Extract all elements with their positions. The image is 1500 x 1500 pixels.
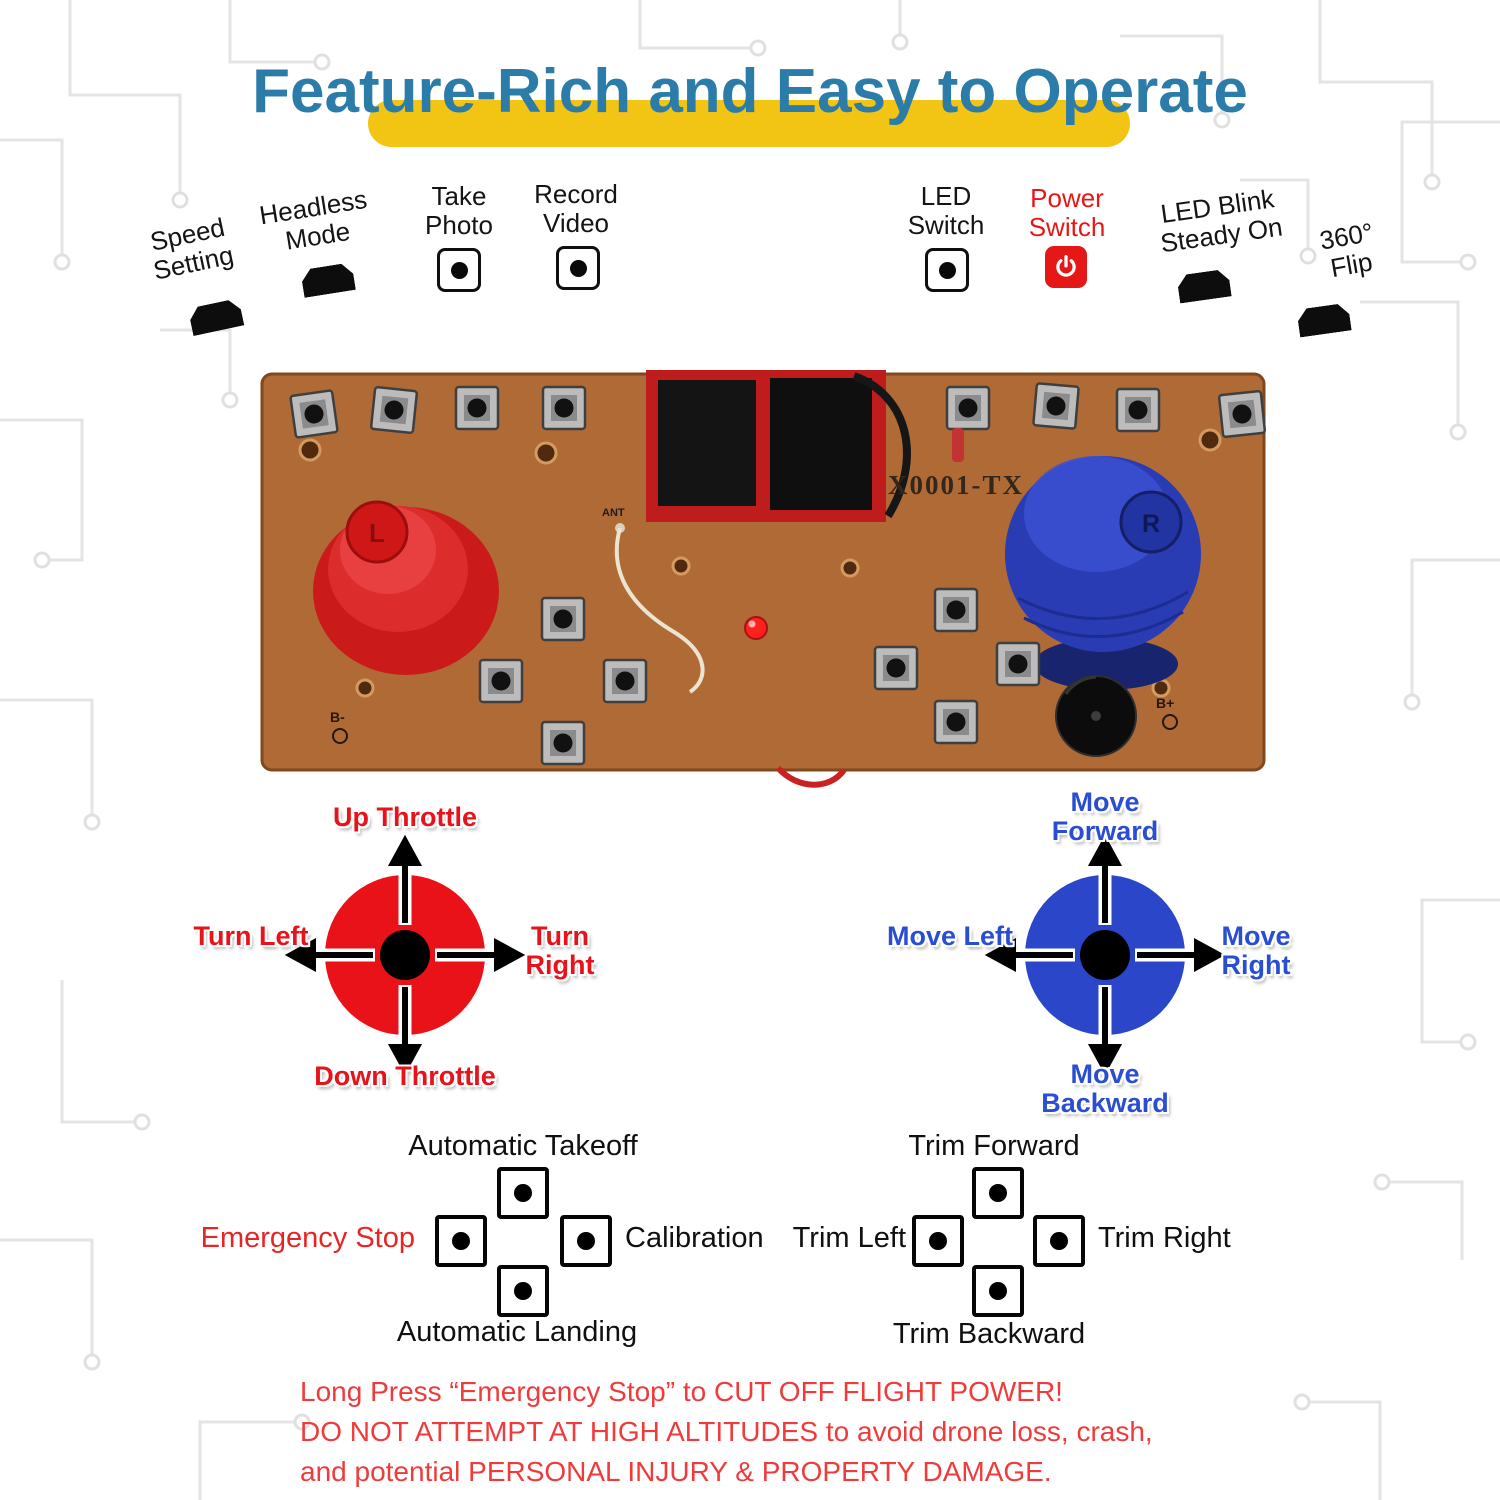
warning-line-3: and potential PERSONAL INJURY & PROPERTY… [300,1455,1052,1487]
mounting-holes [298,428,1222,698]
left-stick-right-label: Turn Right [525,921,595,981]
power-symbol-icon [1056,255,1076,277]
trim-backward-label: Trim Backward [892,1318,1086,1350]
emergency-stop-label: Emergency Stop [200,1222,415,1254]
auto-takeoff-label: Automatic Takeoff [408,1130,638,1162]
warning-line-1: Long Press “Emergency Stop” to CUT OFF F… [300,1376,1063,1407]
trim-left-button [912,1215,964,1267]
right-stick-center-dot [1080,930,1130,980]
buzzer [1055,675,1137,757]
left-stick-diagram [272,822,538,1088]
led-switch-button-icon [925,248,969,292]
battery-plus-label: B+ [1156,695,1178,730]
led-indicator [744,616,768,640]
svg-text:B+: B+ [1156,695,1174,711]
trim-right-label: Trim Right [1098,1222,1231,1254]
model-number: X0001-TX [888,470,1024,500]
left-stick-left-label: Turn Left [193,921,309,951]
left-joystick: L [313,500,499,675]
left-stick-letter: L [369,518,385,548]
right-stick-left-label: Move Left [886,921,1013,951]
svg-text:B-: B- [330,709,345,725]
take-photo-button-icon [437,248,481,292]
power-switch-icon [1045,246,1087,288]
right-joystick: R [1005,456,1201,690]
calibration-label: Calibration [625,1222,764,1254]
auto-takeoff-button [497,1167,549,1219]
calibration-button [560,1215,612,1267]
antenna-label: ANT [602,507,625,519]
auto-landing-button [497,1265,549,1317]
right-stick-up-label: Move Forward [1051,787,1159,847]
title-highlight [368,100,1130,147]
rf-module [646,370,911,522]
trim-forward-label: Trim Forward [908,1130,1080,1162]
right-stick-down-label: Move Backward [1041,1059,1169,1119]
right-stick-diagram [972,822,1238,1088]
emergency-stop-button [435,1215,487,1267]
trim-forward-button [972,1167,1024,1219]
page-title: Feature-Rich and Easy to Operate [252,57,1248,126]
left-stick-up-label: Up Throttle [333,802,477,832]
right-stick-right-label: Move Right [1221,921,1291,981]
antenna-wire: ANT [602,507,705,694]
auto-landing-label: Automatic Landing [396,1316,638,1348]
left-stick-down-label: Down Throttle [314,1061,496,1091]
circuit-board-photo: X0001-TX ANT L R [260,370,1267,788]
warning-line-2: DO NOT ATTEMPT AT HIGH ALTITUDES to avoi… [300,1415,1153,1447]
trim-left-label: Trim Left [792,1222,906,1254]
trim-backward-button [972,1265,1024,1317]
battery-minus-label: B- [330,709,348,744]
trim-right-button [1033,1215,1085,1267]
record-video-button-icon [556,246,600,290]
bottom-red-wire [775,765,847,788]
warning-text: Long Press “Emergency Stop” to CUT OFF F… [300,1372,1260,1491]
left-stick-center-dot [380,930,430,980]
right-stick-letter: R [1142,510,1160,538]
red-marked-screw [952,428,964,462]
